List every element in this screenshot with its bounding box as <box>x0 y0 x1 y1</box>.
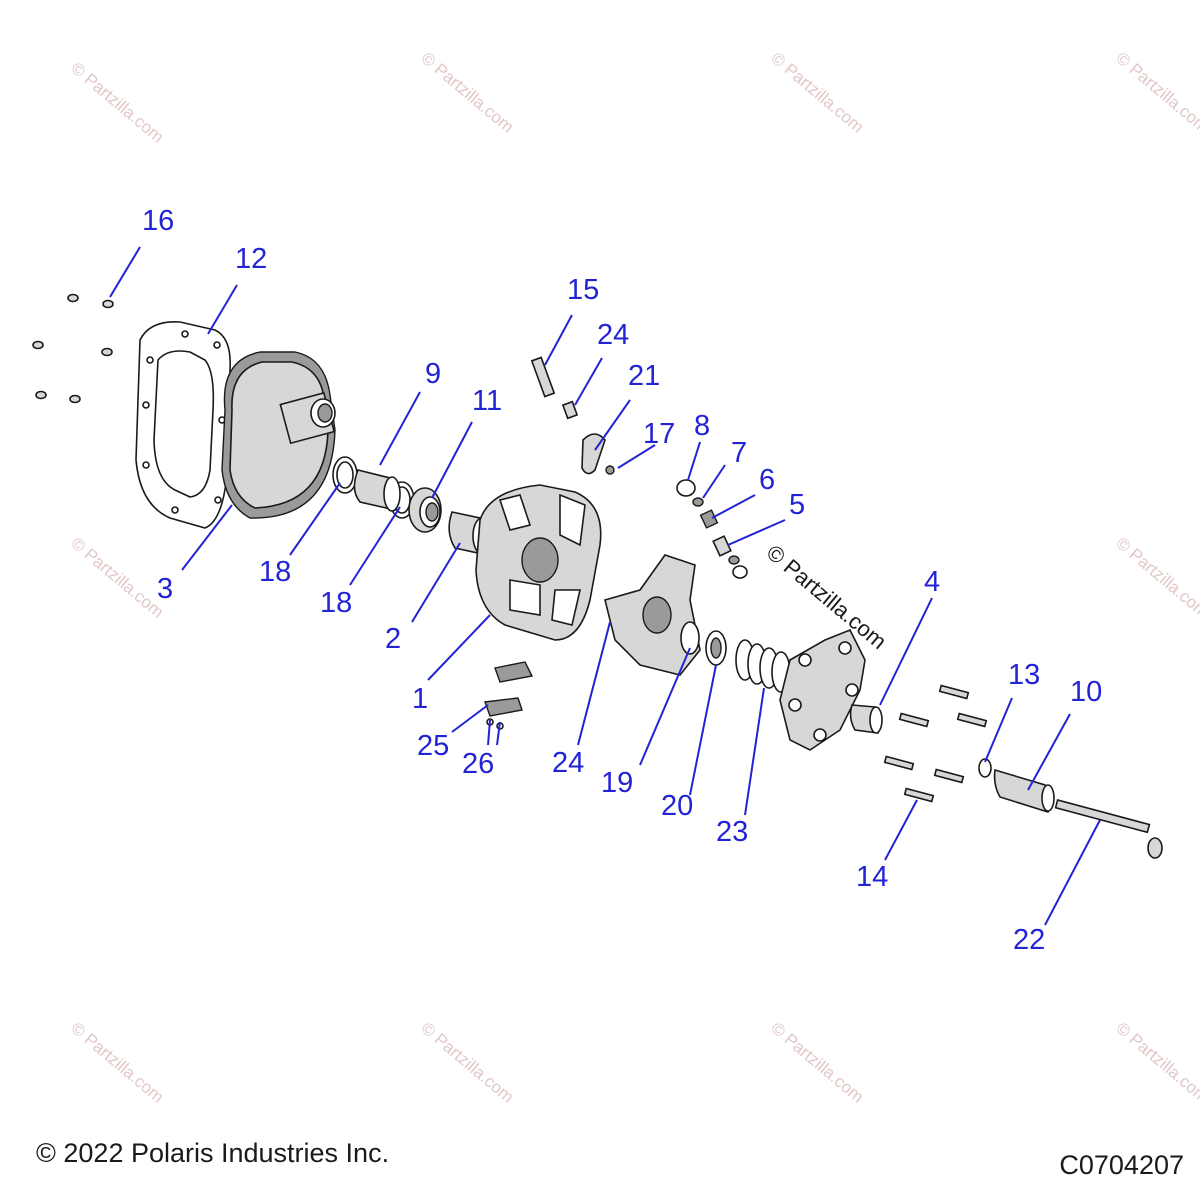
gasket-12 <box>135 321 232 529</box>
watermark: © Partzilla.com <box>1112 1019 1200 1107</box>
button-parts <box>676 479 748 579</box>
callout-4: 4 <box>924 566 940 598</box>
callout-1: 1 <box>412 683 428 715</box>
callout-17: 17 <box>643 418 675 450</box>
watermark: © Partzilla.com <box>1112 534 1200 622</box>
callout-14: 14 <box>856 861 888 893</box>
callout-7: 7 <box>731 437 747 469</box>
callout-18b: 18 <box>320 587 352 619</box>
weights-25-26 <box>484 661 534 730</box>
bearing-11 <box>408 487 442 533</box>
callout-16: 16 <box>142 205 174 237</box>
callout-26: 26 <box>462 748 494 780</box>
callout-6: 6 <box>759 464 775 496</box>
callout-23: 23 <box>716 816 748 848</box>
bolts-14 <box>883 684 988 803</box>
bushing-4 <box>849 704 883 734</box>
watermark: © Partzilla.com <box>1112 49 1200 137</box>
bolt-22 <box>1054 798 1163 859</box>
callout-9: 9 <box>425 358 441 390</box>
callout-20: 20 <box>661 790 693 822</box>
copyright-notice: © 2022 Polaris Industries Inc. <box>36 1138 390 1168</box>
spring-23 <box>735 639 791 693</box>
callout-22: 22 <box>1013 924 1045 956</box>
callout-24b: 24 <box>552 747 584 779</box>
callout-18a: 18 <box>259 556 291 588</box>
parts-artwork <box>32 293 1163 859</box>
watermark: © Partzilla.com <box>417 49 517 137</box>
callout-11: 11 <box>472 385 502 417</box>
sleeve-10 <box>993 768 1055 813</box>
watermark: © Partzilla.com <box>767 49 867 137</box>
callout-19: 19 <box>601 767 633 799</box>
callout-3: 3 <box>157 573 173 605</box>
callout-15: 15 <box>567 274 599 306</box>
o-ring-13 <box>978 758 992 778</box>
pin-assembly <box>530 356 615 475</box>
spacer-9 <box>353 469 401 512</box>
watermark: © Partzilla.com <box>67 1019 167 1107</box>
watermark: © Partzilla.com <box>67 59 167 147</box>
sheave-3 <box>221 351 336 519</box>
callout-2: 2 <box>385 623 401 655</box>
watermark: © Partzilla.com <box>767 1019 867 1107</box>
leader-lines <box>109 246 1101 926</box>
screws-16 <box>32 293 114 404</box>
callout-24: 24 <box>597 319 629 351</box>
callout-labels: 16 12 15 24 21 9 11 17 8 7 6 5 3 18 18 2… <box>142 205 1102 956</box>
washer-19 <box>680 621 700 655</box>
watermark: © Partzilla.com <box>417 1019 517 1107</box>
center-watermark: © Partzilla.com <box>762 540 892 654</box>
housing-1 <box>475 484 602 641</box>
callout-5: 5 <box>789 489 805 521</box>
watermark: © Partzilla.com <box>67 534 167 622</box>
callout-25: 25 <box>417 730 449 762</box>
cover-plate <box>779 628 866 751</box>
callout-8: 8 <box>694 410 710 442</box>
drawing-number: C0704207 <box>1059 1150 1184 1180</box>
callout-13: 13 <box>1008 659 1040 691</box>
callout-12: 12 <box>235 243 267 275</box>
callout-21: 21 <box>628 360 660 392</box>
callout-10: 10 <box>1070 676 1102 708</box>
